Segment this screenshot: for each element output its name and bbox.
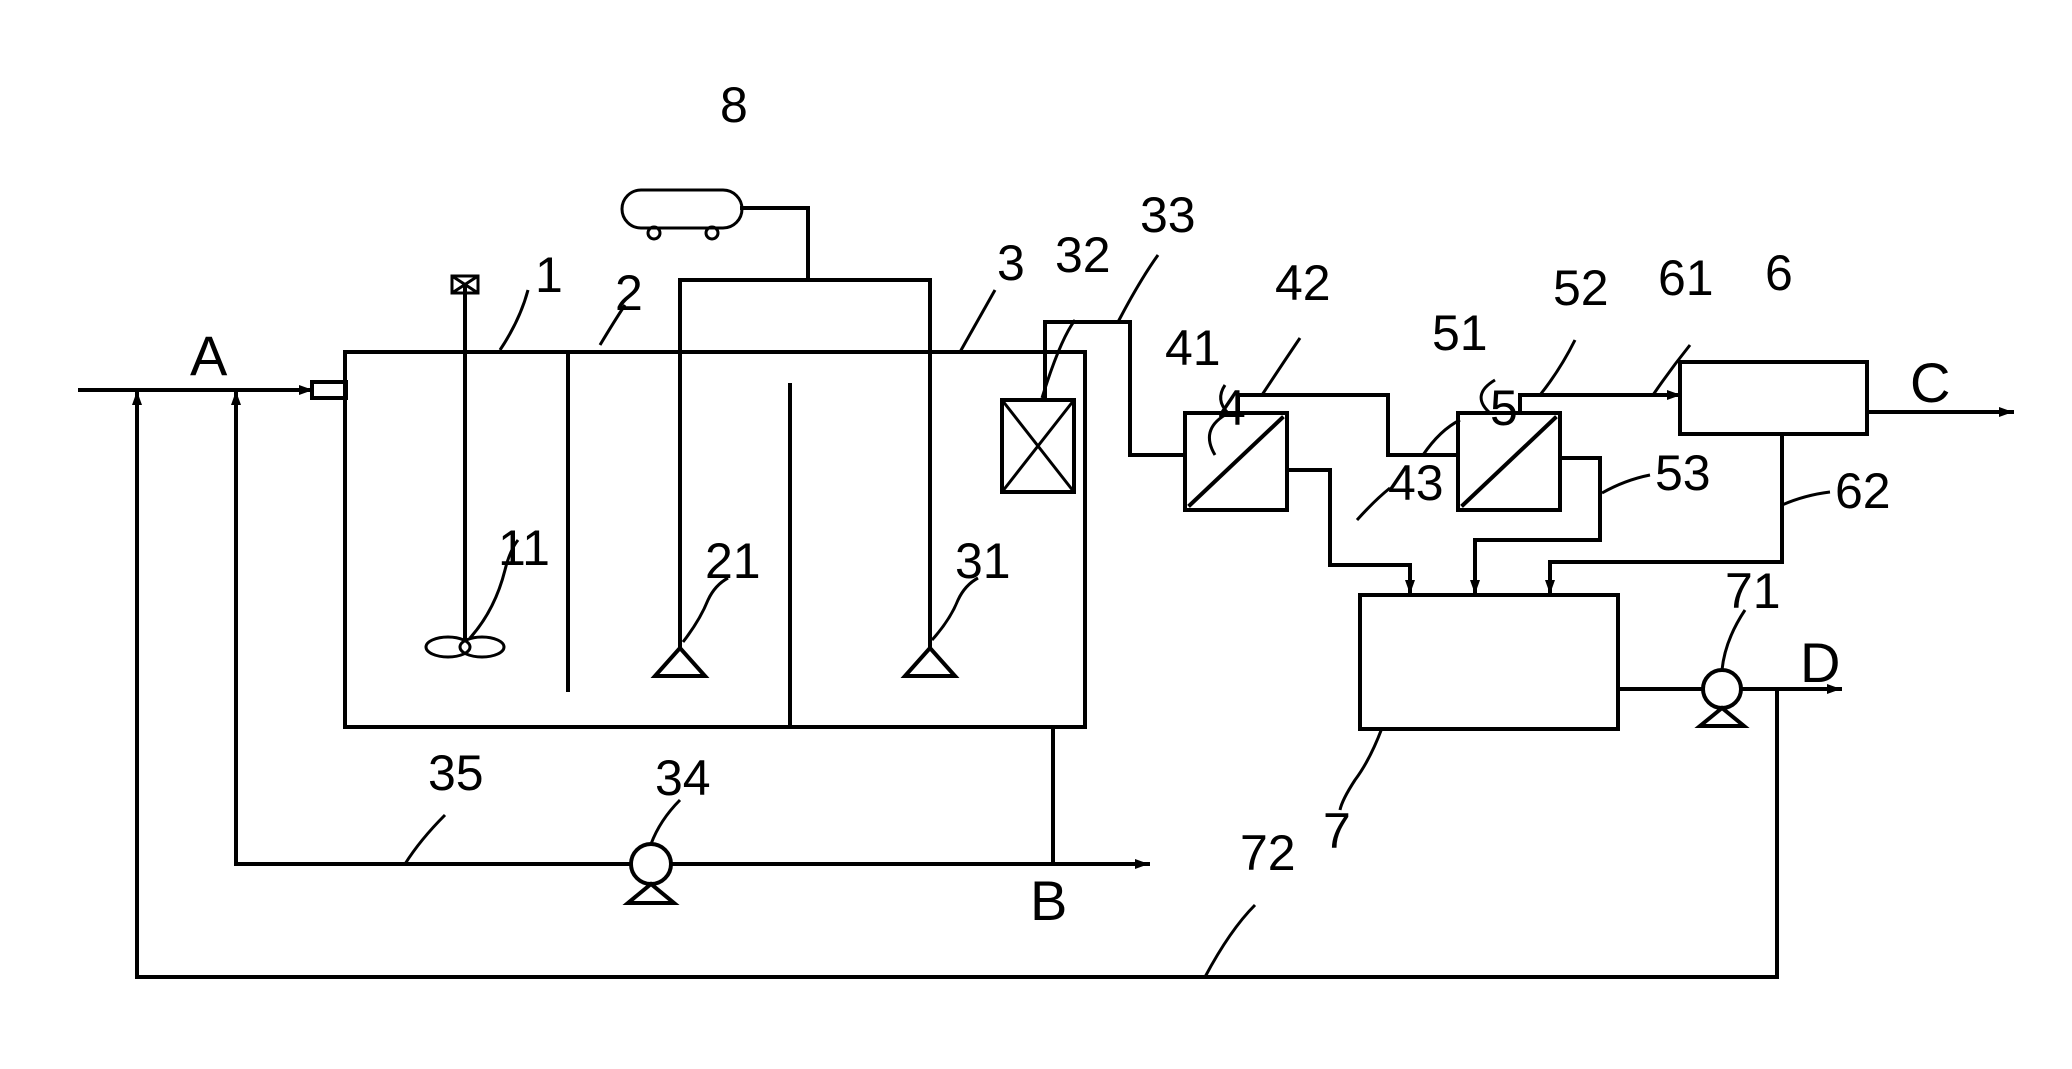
label-6: 6 xyxy=(1765,245,1793,301)
pipe-52 xyxy=(1518,390,1682,415)
label-52: 52 xyxy=(1553,260,1609,316)
pipe-43 xyxy=(1285,468,1415,595)
label-43: 43 xyxy=(1388,455,1444,511)
pipe-42 xyxy=(1236,393,1460,457)
label-34: 34 xyxy=(655,750,711,806)
label-1: 1 xyxy=(535,247,563,303)
label-33: 33 xyxy=(1140,187,1196,243)
membrane-filter-32 xyxy=(1000,398,1076,494)
leader-lines xyxy=(403,254,1831,978)
label-3: 3 xyxy=(997,235,1025,291)
label-53: 53 xyxy=(1655,445,1711,501)
label-8: 8 xyxy=(720,77,748,133)
stream-label-c: C xyxy=(1910,351,1950,414)
stirrer xyxy=(424,274,506,659)
pipe-33 xyxy=(1043,320,1187,457)
label-11: 11 xyxy=(498,520,550,576)
label-35: 35 xyxy=(428,745,484,801)
label-62: 62 xyxy=(1835,463,1891,519)
label-5: 5 xyxy=(1490,380,1518,436)
pipe-62 xyxy=(1545,432,1784,595)
label-2: 2 xyxy=(615,265,643,321)
label-32: 32 xyxy=(1055,227,1111,283)
stream-label-a: A xyxy=(190,324,228,387)
recycle-pipe-72 xyxy=(132,390,1779,979)
unit-6 xyxy=(1678,360,1869,436)
label-72: 72 xyxy=(1240,825,1296,881)
label-42: 42 xyxy=(1275,255,1331,311)
inlet-nozzle xyxy=(310,380,348,400)
label-61: 61 xyxy=(1658,250,1714,306)
collection-tank-7 xyxy=(1358,593,1620,731)
aerator-31 xyxy=(900,278,960,678)
label-41: 41 xyxy=(1165,320,1221,376)
stream-label-d: D xyxy=(1800,631,1840,694)
air-blower xyxy=(620,188,932,282)
pump-71 xyxy=(1694,668,1750,728)
membrane-unit-5 xyxy=(1456,411,1562,512)
pipe-53 xyxy=(1470,456,1602,595)
label-21: 21 xyxy=(705,533,761,589)
label-4: 4 xyxy=(1218,380,1246,436)
label-7: 7 xyxy=(1323,803,1351,859)
aerator-21 xyxy=(650,278,710,678)
reaction-tank xyxy=(343,350,1087,729)
stream-label-b: B xyxy=(1030,869,1067,932)
label-31: 31 xyxy=(955,533,1011,589)
label-51: 51 xyxy=(1432,305,1488,361)
label-71: 71 xyxy=(1725,563,1781,619)
pump-34 xyxy=(622,842,680,905)
